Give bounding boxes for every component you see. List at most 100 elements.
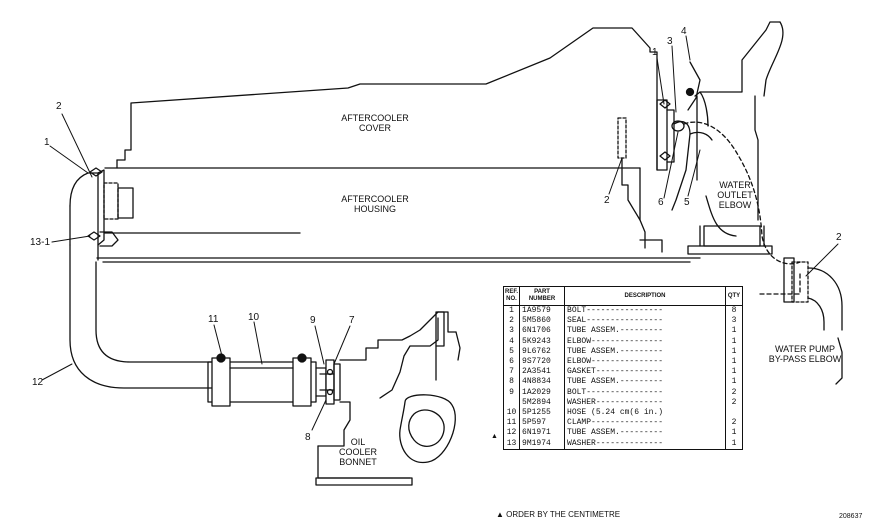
row-qty: 1 (725, 428, 743, 439)
parts-table: REF. NO. PART NUMBER DESCRIPTION QTY 1 1… (502, 286, 743, 450)
row-ref (502, 397, 521, 408)
table-row: 6 9S7720 ELBOW--------------- 1 (502, 356, 743, 368)
row-ref: 11 (502, 418, 521, 429)
row-description: BOLT---------------- (564, 387, 726, 398)
row-part-number: 9L6762 (519, 346, 566, 357)
row-part-number: 1A9579 (519, 305, 566, 317)
callout-2-left: 2 (56, 101, 62, 112)
callout-2-mid: 2 (604, 195, 610, 206)
row-ref: 3 (502, 326, 521, 337)
row-description: TUBE ASSEM.--------- (564, 326, 726, 337)
hose-and-clamps (207, 353, 317, 407)
row-description: TUBE ASSEM.--------- (564, 377, 726, 388)
aftercooler-housing-outline (96, 157, 701, 263)
row-qty: 1 (725, 367, 743, 378)
row-ref: 10 (502, 407, 521, 419)
callout-4: 4 (681, 26, 687, 37)
row-description: HOSE (5.24 cm(6 in.) (564, 407, 726, 419)
aftercooler-cover-label-line1: AFTERCOOLER (341, 113, 409, 123)
row-ref: 2 (502, 316, 521, 327)
table-row: 9 1A2029 BOLT---------------- 2 (502, 387, 743, 398)
row-qty: 2 (725, 387, 743, 398)
header-ref-no: REF. NO. (502, 286, 521, 306)
table-row: 10 5P1255 HOSE (5.24 cm(6 in.) (502, 407, 743, 419)
row-qty: 1 (725, 438, 743, 450)
oil-cooler-bonnet-label-line3: BONNET (339, 457, 377, 467)
table-row: 13 9M1974 WASHER-------------- 1 (502, 438, 743, 450)
aftercooler-housing-label-line2: HOUSING (353, 204, 396, 214)
row-description: GASKET-------------- (564, 367, 726, 378)
triangle-marker-icon: ▲ (491, 433, 498, 440)
water-outlet-elbow-outline (687, 21, 784, 255)
water-outlet-elbow-label: WATER OUTLET ELBOW (710, 180, 760, 210)
row-ref: 12 (502, 428, 521, 439)
parts-table-body: 1 1A9579 BOLT---------------- 8 2 5M5860… (502, 305, 743, 450)
row-part-number: 9S7720 (519, 356, 566, 368)
table-row: 5M2894 WASHER-------------- 2 (502, 397, 743, 408)
row-qty: 1 (725, 326, 743, 337)
row-description: TUBE ASSEM.--------- (564, 346, 726, 357)
tube-assembly-12 (69, 244, 213, 389)
flange-connection (315, 359, 341, 405)
table-row: 11 5P597 CLAMP--------------- 2 (502, 418, 743, 429)
row-qty: 1 (725, 377, 743, 388)
table-row: 2 5M5860 SEAL---------------- 3 (502, 316, 743, 327)
callout-3: 3 (667, 36, 673, 47)
row-description: ELBOW--------------- (564, 336, 726, 347)
row-qty: 2 (725, 397, 743, 408)
table-row: 12 6N1971 TUBE ASSEM.--------- 1 (502, 428, 743, 439)
aftercooler-cover-label-line2: COVER (358, 123, 391, 133)
callout-10: 10 (248, 312, 260, 323)
row-ref: 13 (502, 438, 521, 450)
row-part-number: 2A3541 (519, 367, 566, 378)
water-pump-bypass-elbow-label: WATER PUMP BY-PASS ELBOW (760, 344, 850, 364)
row-qty: 8 (725, 305, 743, 317)
callout-1-left: 1 (44, 137, 50, 148)
row-description: SEAL---------------- (564, 316, 726, 327)
table-row: 1 1A9579 BOLT---------------- 8 (502, 305, 743, 317)
table-row: 4 5K9243 ELBOW--------------- 1 (502, 336, 743, 347)
row-description: ELBOW--------------- (564, 356, 726, 368)
row-description: WASHER-------------- (564, 397, 726, 408)
row-ref: 5 (502, 346, 521, 357)
row-qty: 2 (725, 418, 743, 429)
callout-9: 9 (310, 315, 316, 326)
row-part-number: 6N1971 (519, 428, 566, 439)
aftercooler-cover-outline (116, 27, 658, 171)
row-qty: 1 (725, 346, 743, 357)
row-description: WASHER-------------- (564, 438, 726, 450)
row-ref: 4 (502, 336, 521, 347)
callout-11: 11 (208, 314, 219, 325)
water-pump-bypass-elbow-label-line1: WATER PUMP (775, 344, 835, 354)
row-part-number: 4N8834 (519, 377, 566, 388)
row-ref: 7 (502, 367, 521, 378)
aftercooler-housing-label-line1: AFTERCOOLER (341, 194, 409, 204)
row-part-number: 9M1974 (519, 438, 566, 450)
row-part-number: 6N1706 (519, 326, 566, 337)
oil-cooler-bonnet-label-line1: OIL (350, 437, 366, 447)
footnote: ▲ ORDER BY THE CENTIMETRE (496, 510, 620, 519)
row-part-number: 5K9243 (519, 336, 566, 347)
callout-7: 7 (349, 315, 355, 326)
leader-lines (41, 35, 839, 431)
figure-number: 208637 (839, 513, 863, 520)
row-qty: 3 (725, 316, 743, 327)
parts-table-header-row: REF. NO. PART NUMBER DESCRIPTION QTY (502, 286, 743, 306)
row-description: BOLT---------------- (564, 305, 726, 317)
dashed-internal-tube (683, 121, 801, 295)
header-part-number: PART NUMBER (519, 286, 566, 306)
water-outlet-elbow-label-line3: ELBOW (718, 200, 752, 210)
right-end-assembly (617, 61, 713, 211)
water-pump-bypass-elbow-outline (783, 257, 843, 385)
row-part-number: 5P1255 (519, 407, 566, 419)
callout-6: 6 (658, 197, 664, 208)
callout-5: 5 (684, 197, 690, 208)
callout-12: 12 (32, 377, 44, 388)
row-part-number: 1A2029 (519, 387, 566, 398)
oil-cooler-bonnet-label: OIL COOLER BONNET (338, 437, 378, 467)
table-row: 8 4N8834 TUBE ASSEM.--------- 1 (502, 377, 743, 388)
header-qty: QTY (725, 286, 743, 306)
row-description: CLAMP--------------- (564, 418, 726, 429)
